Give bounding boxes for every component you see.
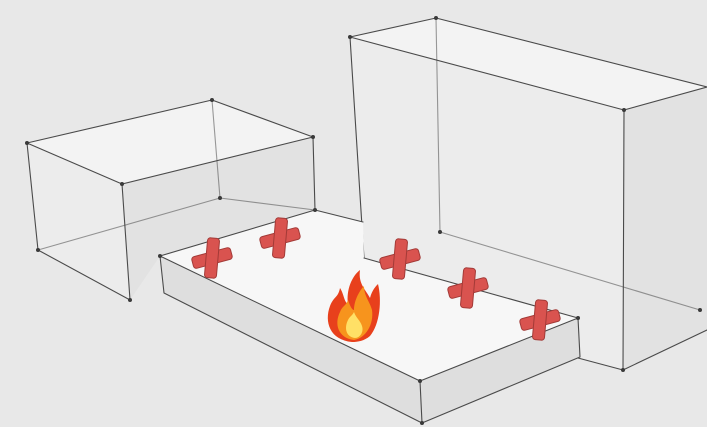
vertex-dot	[438, 230, 442, 234]
vertex-dot	[36, 248, 40, 252]
left-block-side-face	[27, 143, 130, 300]
floor-corner-edge	[419, 380, 423, 424]
vertex-dot	[25, 141, 29, 145]
right-block-corner-edge	[622, 109, 625, 371]
vertex-dot	[622, 108, 626, 112]
left-block	[25, 98, 316, 302]
left-block-left-edges	[26, 142, 131, 301]
vertex-dot	[313, 208, 317, 212]
floor-top-face	[160, 210, 578, 381]
red-cross-icon	[447, 267, 489, 309]
right-block	[348, 16, 707, 372]
fire-icon	[327, 270, 380, 342]
red-cross-icon	[519, 299, 561, 341]
vertex-dot	[576, 316, 580, 320]
floor-side-face	[420, 318, 580, 423]
vertex-dot	[698, 308, 702, 312]
vertex-dot	[434, 16, 438, 20]
red-cross-icon	[379, 238, 421, 280]
vertex-dot	[210, 98, 214, 102]
left-block-top-face	[27, 100, 313, 184]
left-block-hidden-edge	[211, 99, 221, 199]
red-cross-icon	[191, 237, 233, 279]
vertex-dot	[120, 182, 124, 186]
vertex-dot	[418, 379, 422, 383]
vertex-dot	[158, 254, 162, 258]
floor-front-face	[160, 256, 422, 423]
vertex-dot	[311, 135, 315, 139]
left-block-right-edge	[312, 136, 316, 211]
right-block-right-face	[623, 87, 707, 370]
vertex-dot	[128, 298, 132, 302]
vertex-dot	[420, 421, 424, 425]
markers	[191, 217, 561, 341]
vertex-dot	[621, 368, 625, 372]
right-block-bottom-right-edge	[622, 329, 707, 371]
right-block-top-face	[350, 18, 707, 110]
left-block-front-face	[122, 137, 315, 300]
vertex-dot	[348, 35, 352, 39]
red-cross-icon	[259, 217, 301, 259]
right-block-bottom-front-edge	[577, 357, 624, 371]
right-block-front-face	[350, 37, 624, 370]
vertex-dot	[218, 196, 222, 200]
